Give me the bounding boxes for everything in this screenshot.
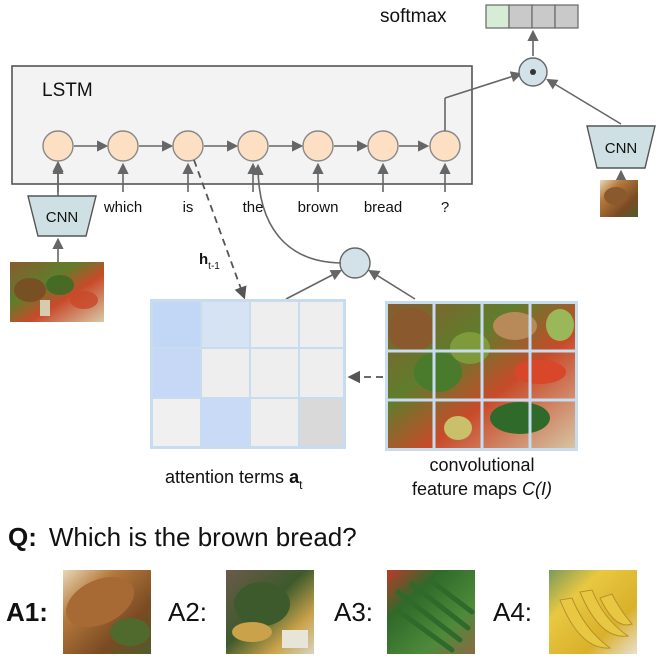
softmax-label: softmax — [380, 6, 447, 27]
word-label: bread — [364, 199, 402, 216]
answer-image-3 — [387, 570, 475, 654]
softmax-vector — [485, 4, 579, 29]
lstm-node — [367, 130, 399, 162]
input-image-left — [10, 262, 104, 322]
word-label: ? — [441, 199, 449, 216]
word-label: brown — [298, 199, 339, 216]
lstm-node — [429, 130, 461, 162]
input-image-right — [600, 180, 638, 217]
lstm-node — [237, 130, 269, 162]
answer-image-4 — [549, 570, 637, 654]
cnn-left-block — [27, 195, 97, 237]
cnn-right-label: CNN — [605, 140, 638, 157]
attention-grid — [150, 299, 346, 449]
lstm-node — [42, 130, 74, 162]
hidden-state-label: ht-1 — [199, 251, 220, 272]
answer-label: A2: — [168, 597, 207, 627]
conv-feature-map-image — [385, 301, 578, 451]
word-label: which — [103, 199, 142, 216]
answer-label: A1: — [6, 597, 48, 627]
lstm-node — [172, 130, 204, 162]
elementwise-product-node — [518, 57, 548, 87]
lstm-node — [302, 130, 334, 162]
answer-image-2 — [226, 570, 314, 654]
cnn-left-label: CNN — [46, 209, 79, 226]
question: Q:Which is the brown bread? — [8, 522, 357, 552]
hidden-state-arrow — [193, 159, 247, 300]
lstm-node — [107, 130, 139, 162]
attention-combine-node — [339, 247, 371, 279]
cnn-right-block — [586, 125, 656, 169]
attention-caption: attention terms at — [165, 467, 303, 492]
lstm-label: LSTM — [42, 80, 93, 101]
answer-image-1 — [63, 570, 151, 654]
word-label: the — [243, 199, 264, 216]
conv-caption-line2: feature maps C(I) — [412, 479, 552, 499]
word-label: is — [183, 199, 194, 216]
conv-caption-line1: convolutional — [429, 455, 534, 475]
lstm-box — [11, 65, 473, 185]
answer-label: A4: — [493, 597, 532, 627]
attended-feature-arrow — [252, 163, 342, 264]
answer-label: A3: — [334, 597, 373, 627]
